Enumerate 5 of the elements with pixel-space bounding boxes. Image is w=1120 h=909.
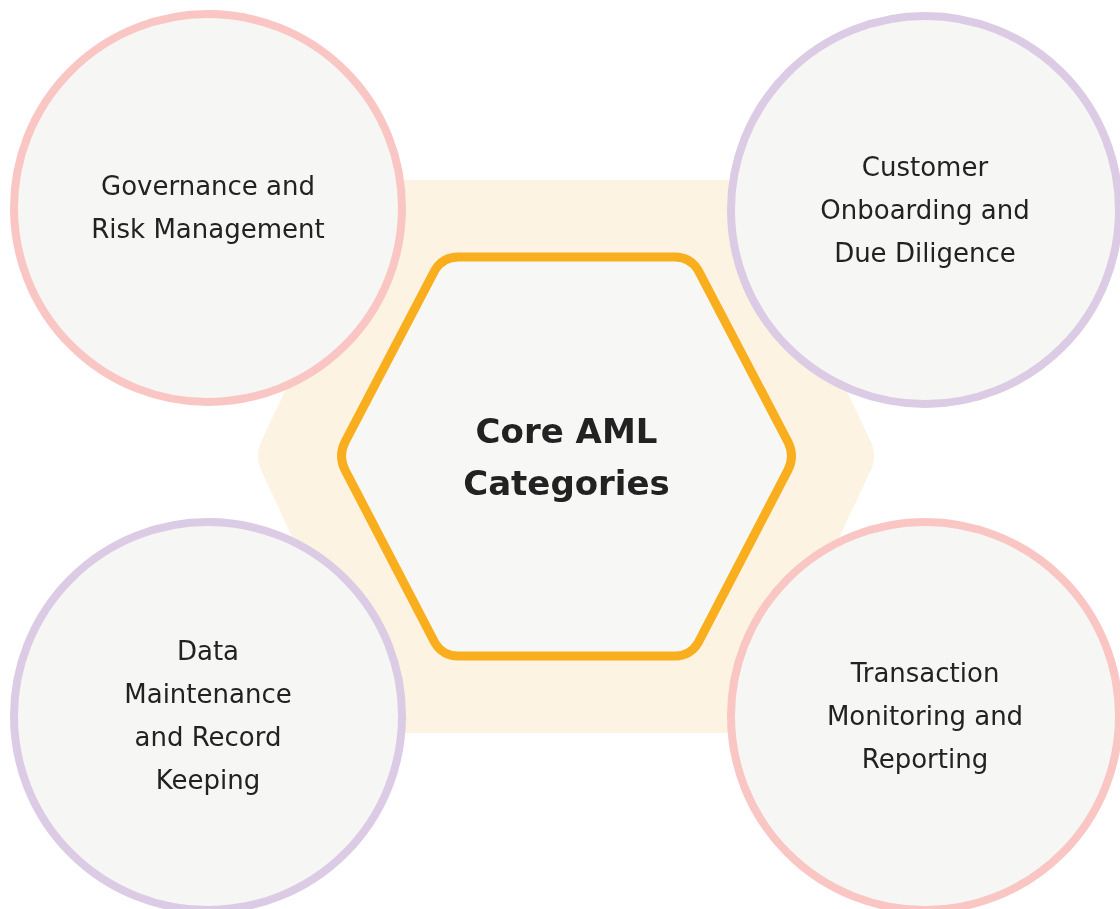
category-label: Data Maintenance and Record Keeping [123, 635, 293, 797]
center-title: Core AML Categories [462, 409, 671, 505]
category-label: Governance and Risk Management [90, 170, 326, 246]
category-label: Transaction Monitoring and Reporting [825, 656, 1025, 776]
category-label: Customer Onboarding and Due Diligence [819, 150, 1031, 270]
